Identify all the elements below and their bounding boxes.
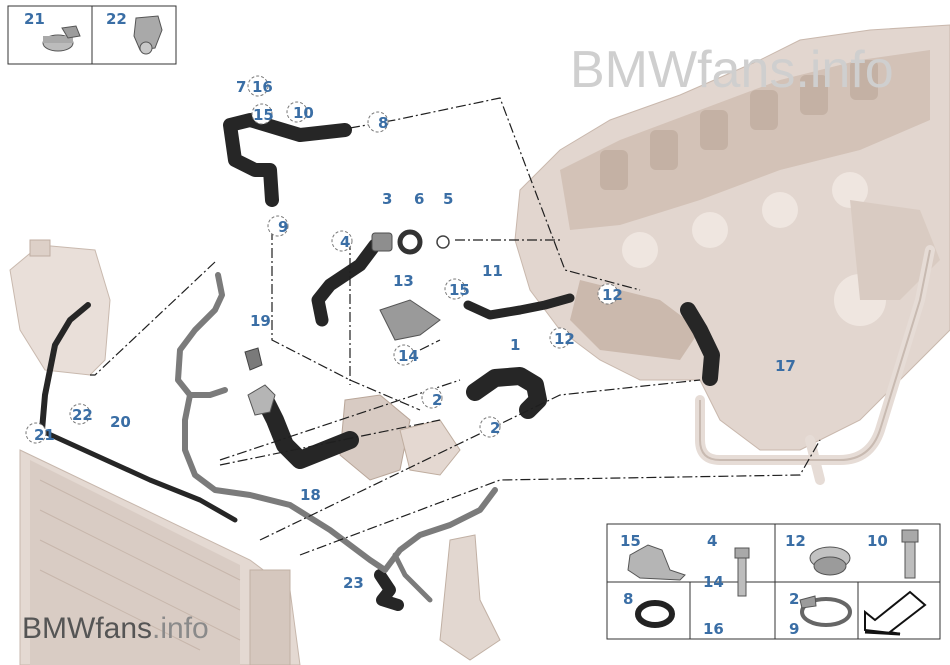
watermark-suffix: .info: [152, 612, 209, 645]
callout-circles: [25, 75, 619, 444]
watermark-top: BMWfans.info: [570, 41, 894, 99]
parts-table: [606, 523, 941, 640]
table-cell-8: 8: [623, 590, 633, 608]
callout-11: 11: [482, 262, 503, 280]
callout-16: 16: [252, 78, 273, 96]
table-cell-10: 10: [867, 532, 888, 550]
connector-18: [247, 384, 276, 416]
expansion-tank: [9, 239, 111, 376]
radiator: [19, 449, 301, 665]
callout-21-left: 21: [34, 426, 55, 444]
hoses: [37, 113, 720, 611]
table-cell-14: 14: [703, 573, 724, 591]
callout-6: 6: [414, 190, 424, 208]
fittings-3-6-5: [371, 229, 450, 255]
pump-housing: [339, 394, 461, 481]
callout-22-box: 22: [106, 10, 127, 28]
callout-10-top: 10: [293, 104, 314, 122]
callout-8-top: 8: [378, 114, 388, 132]
sensor-19: [244, 347, 263, 371]
callout-15-mid: 15: [449, 281, 470, 299]
table-cell-9: 9: [789, 620, 799, 638]
callout-21-box: 21: [24, 10, 45, 28]
callout-22-left: 22: [72, 406, 93, 424]
grey-pipes: [175, 272, 498, 603]
table-cell-12: 12: [785, 532, 806, 550]
callout-4-mid: 4: [340, 233, 350, 251]
callout-20: 20: [110, 413, 131, 431]
callout-17: 17: [775, 357, 796, 375]
callout-15-top: 15: [253, 106, 274, 124]
bracket-13: [379, 299, 441, 341]
callout-5: 5: [443, 190, 453, 208]
callout-14-mid: 14: [398, 347, 419, 365]
callout-numbers: 21 22 7 16 15 10 8 9 3 6 5 4 13 11 15 12…: [24, 10, 888, 638]
callout-2-b: 2: [490, 419, 500, 437]
callout-13: 13: [393, 272, 414, 290]
callout-19: 19: [250, 312, 271, 330]
callout-3: 3: [382, 190, 392, 208]
parts-box-top: [7, 5, 177, 65]
callout-7: 7: [236, 78, 246, 96]
callout-18: 18: [300, 486, 321, 504]
watermark-brand: BMWfans: [22, 612, 153, 645]
engine-block: [514, 24, 950, 451]
table-cell-15: 15: [620, 532, 641, 550]
engine-pipes-outline: [699, 249, 931, 461]
callout-2-a: 2: [432, 391, 442, 409]
callout-12-right: 12: [602, 286, 623, 304]
callout-23: 23: [343, 574, 364, 592]
callout-12-mid: 12: [554, 330, 575, 348]
callout-1: 1: [510, 336, 520, 354]
table-cell-4: 4: [707, 532, 717, 550]
table-cell-16: 16: [703, 620, 724, 638]
watermark-bottom: BMWfans.info: [22, 612, 209, 646]
callout-9: 9: [278, 218, 288, 236]
table-cell-2: 2: [789, 590, 799, 608]
lower-bracket: [439, 534, 501, 661]
leader-lines: [90, 97, 821, 556]
